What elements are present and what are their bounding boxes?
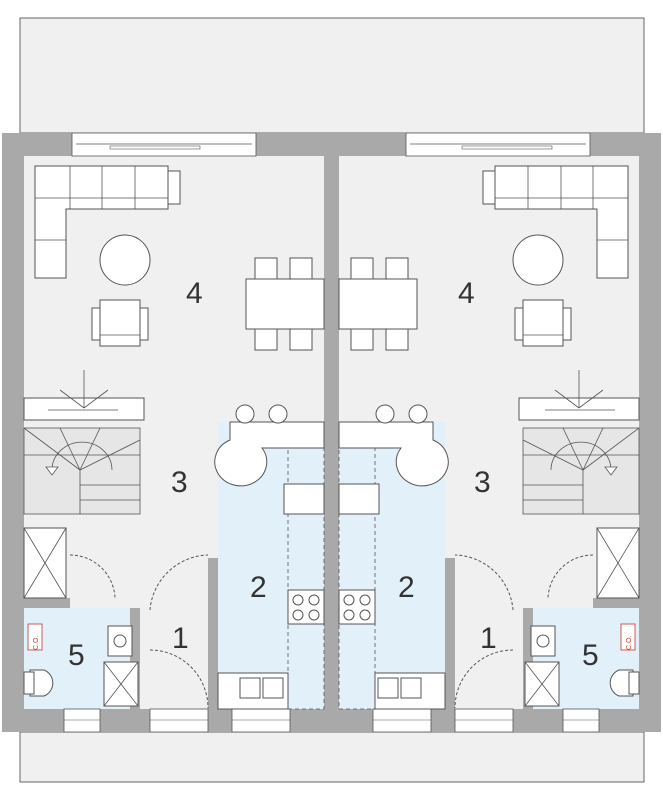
staircase-left	[23, 427, 141, 515]
tv-unit-right	[518, 370, 640, 421]
kitchen-island-left	[214, 404, 325, 487]
room-number-kitchen-left: 2	[250, 571, 267, 604]
armchair-left	[91, 299, 149, 347]
room-number-living-left: 4	[186, 277, 203, 310]
interior-wall-right-wc	[523, 608, 533, 709]
terrace-top	[19, 17, 645, 134]
kitchen-counter-left	[217, 447, 325, 710]
room-number-hall-right: 1	[480, 622, 497, 655]
sofa-right	[482, 165, 629, 279]
terrace-bottom	[19, 731, 645, 783]
room-number-stairs-right: 3	[474, 466, 491, 499]
room-number-hall-left: 1	[172, 622, 189, 655]
co-label-left: C.O.	[33, 636, 40, 650]
window-bottom-right	[372, 708, 600, 733]
round-table-right	[512, 234, 564, 286]
interior-wall-left-wc	[130, 608, 140, 709]
interior-wall-right-closet	[593, 598, 639, 608]
room-number-living-right: 4	[458, 277, 475, 310]
window-top-right	[405, 132, 591, 157]
round-table-left	[99, 234, 151, 286]
dining-table-right	[338, 257, 418, 351]
room-number-stairs-left: 3	[171, 466, 188, 499]
interior-wall-left-kitchen	[208, 558, 218, 709]
closet-right	[596, 527, 640, 599]
window-top-left	[71, 132, 257, 157]
dining-table-left	[245, 257, 325, 351]
doors-right	[454, 554, 594, 709]
staircase-right	[522, 427, 640, 515]
tv-unit-left	[23, 370, 145, 421]
room-number-kitchen-right: 2	[398, 571, 415, 604]
co-label-right: C.O.	[626, 636, 633, 650]
closet-left	[23, 527, 67, 599]
room-number-wc-left: 5	[68, 639, 85, 672]
armchair-right	[514, 299, 572, 347]
kitchen-island-right	[338, 404, 449, 487]
sofa-left	[34, 165, 181, 279]
kitchen-counter-right	[338, 447, 446, 710]
window-bottom-left	[63, 708, 291, 733]
interior-wall-right-kitchen	[445, 558, 455, 709]
interior-wall-left-closet	[24, 598, 70, 608]
wc-fixtures-right	[524, 623, 640, 707]
wc-fixtures-left	[23, 623, 139, 707]
room-number-wc-right: 5	[582, 639, 599, 672]
doors-left	[69, 554, 209, 709]
